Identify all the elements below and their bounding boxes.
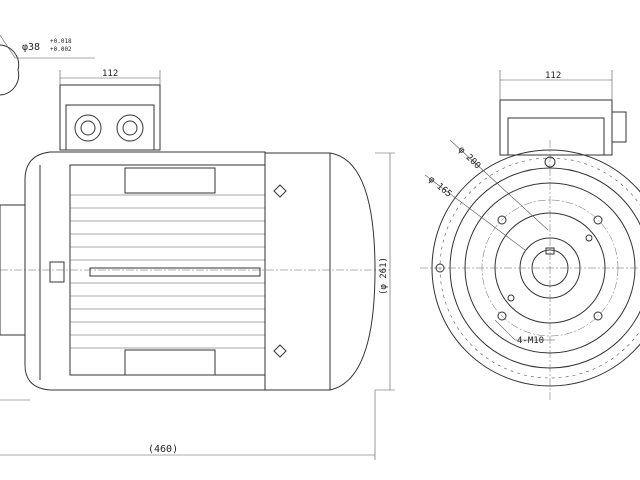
shaft-end bbox=[0, 44, 20, 96]
spigot-dia-label: φ 165 bbox=[426, 175, 453, 200]
flange-pcd-label: φ 200 bbox=[456, 145, 482, 171]
cable-gland bbox=[116, 114, 144, 142]
overall-length-label: (460) bbox=[148, 444, 178, 455]
holes-label: 4-M10 bbox=[517, 336, 544, 346]
motor-body bbox=[24, 151, 266, 391]
end-box-width-label: 112 bbox=[545, 71, 561, 81]
end-cable-gland bbox=[611, 111, 627, 143]
terminal-box bbox=[59, 84, 161, 151]
end-terminal-box bbox=[499, 99, 613, 156]
shaft-tolerance-upper: +0.018 bbox=[50, 38, 72, 45]
nameplate-bar bbox=[89, 267, 261, 277]
side-box-width-label: 112 bbox=[102, 69, 118, 79]
shaft-tolerance-lower: +0.002 bbox=[50, 46, 72, 53]
flange-outer-label: (φ 261) bbox=[379, 257, 389, 295]
shaft-diameter-label: φ38 bbox=[22, 42, 40, 53]
side-view bbox=[0, 34, 395, 460]
cable-gland bbox=[74, 114, 102, 142]
end-view bbox=[420, 70, 640, 400]
flange bbox=[264, 152, 376, 391]
